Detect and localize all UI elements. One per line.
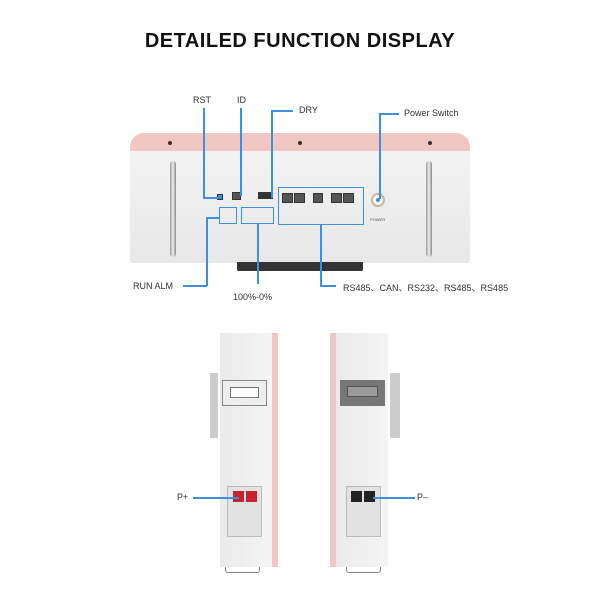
negative-terminal xyxy=(351,491,362,502)
run-alm-indicator-box xyxy=(219,207,237,224)
id-switch xyxy=(232,192,241,200)
stand xyxy=(237,262,363,271)
rj45-port xyxy=(294,193,305,203)
dry-contact xyxy=(258,192,273,199)
comm-ports-label: RS485、CAN、RS232、RS485、RS485 xyxy=(343,283,509,293)
left-handle xyxy=(170,161,176,257)
p-plus-label: P+ xyxy=(177,492,189,502)
run-alm-label: RUN ALM xyxy=(133,281,174,291)
positive-terminal xyxy=(246,491,257,502)
rj11-port xyxy=(313,193,323,203)
rj45-port xyxy=(343,193,354,203)
comm-ports-box xyxy=(278,187,364,225)
rj45-port xyxy=(282,193,293,203)
right-handle xyxy=(426,161,432,257)
battery-front-view: POWER xyxy=(130,133,470,263)
power-switch-label: Power Switch xyxy=(404,108,459,118)
page-title: DETAILED FUNCTION DISPLAY xyxy=(144,30,456,52)
battery-side-view-left xyxy=(210,333,280,573)
dry-label: DRY xyxy=(299,105,318,115)
soc-label: 100%-0% xyxy=(233,292,273,302)
p-minus-label: P– xyxy=(417,492,429,502)
negative-terminal xyxy=(364,491,375,502)
battery-side-view-right xyxy=(328,333,403,573)
rst-label: RST xyxy=(193,95,211,105)
id-label: ID xyxy=(237,95,246,105)
rj45-port xyxy=(331,193,342,203)
positive-terminal xyxy=(233,491,244,502)
power-button xyxy=(371,193,385,207)
power-text: POWER xyxy=(370,217,386,222)
soc-indicator-box xyxy=(241,207,274,224)
